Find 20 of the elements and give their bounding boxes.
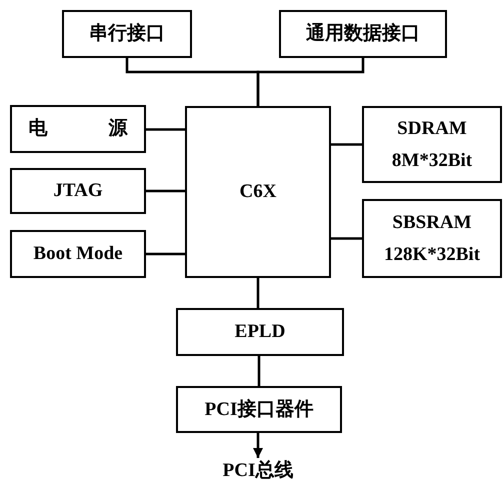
block-box: 通用数据接口 [279,10,447,58]
connector-line [331,143,362,146]
connector-line [256,278,260,308]
block-box: C6X [185,106,331,278]
block-box: SBSRAM 128K*32Bit [362,199,502,278]
bus-label: PCI总线 [213,458,303,484]
block-box: SDRAM 8M*32Bit [362,106,502,183]
block-box: Boot Mode [10,230,146,278]
connector-line [146,128,185,131]
connector-line [256,58,364,106]
connector-line [258,356,260,386]
block-box: EPLD [176,308,344,356]
block-box: JTAG [10,168,146,214]
block-box: 串行接口 [62,10,192,58]
connector-line [146,190,185,192]
arrow [253,433,263,458]
block-box: 电 源 [10,105,146,153]
connector-line [331,237,362,240]
block-box: PCI接口器件 [176,386,342,433]
connector-line [146,252,185,256]
